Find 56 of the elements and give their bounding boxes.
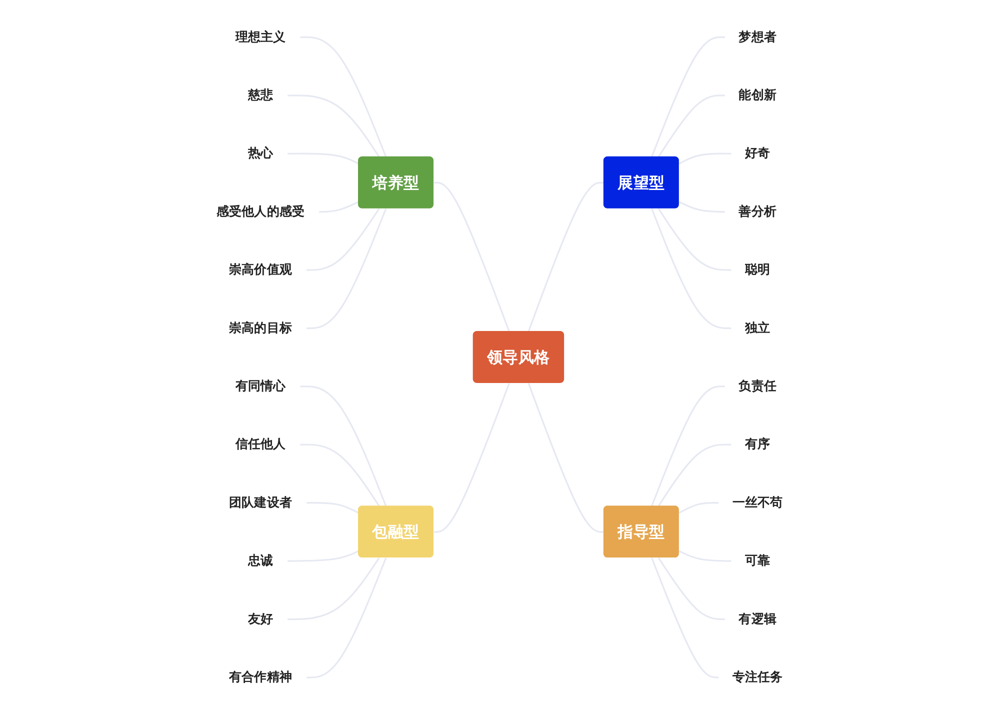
node-text: 可靠	[745, 552, 771, 568]
node-text: 一丝不苟	[732, 494, 784, 510]
node-text: 独立	[745, 320, 771, 335]
connector	[319, 201, 360, 213]
connector	[658, 208, 732, 271]
node-text: 善分析	[739, 204, 777, 219]
connector	[651, 208, 732, 330]
connector	[679, 152, 732, 164]
connector	[528, 182, 604, 332]
connector	[288, 550, 360, 562]
node-text: 负责任	[739, 378, 777, 394]
node-text: 有逻辑	[739, 611, 777, 626]
connector	[288, 94, 380, 158]
node-text: 忠诚	[248, 552, 274, 568]
connector	[658, 444, 732, 506]
node-text: 好奇	[745, 145, 771, 160]
node-text: 崇高的目标	[229, 320, 292, 335]
connector	[306, 558, 388, 678]
connector	[528, 383, 604, 533]
node-text: 团队建设者	[229, 494, 292, 510]
connector	[651, 36, 726, 158]
node-text: 崇高价值观	[229, 262, 292, 277]
node-text: 慈悲	[248, 87, 274, 102]
node-box: 指导型	[604, 506, 680, 558]
node-text: 感受他人的感受	[216, 204, 305, 219]
connector	[306, 502, 360, 514]
connector	[288, 558, 380, 620]
node-text: 聪明	[745, 262, 771, 277]
connector	[679, 201, 726, 213]
node-text: 梦想者	[739, 29, 777, 44]
connector	[300, 36, 388, 158]
node-text: 理想主义	[236, 29, 286, 44]
connector	[658, 94, 726, 158]
connector	[434, 182, 510, 332]
node-text: 有同情心	[236, 378, 286, 394]
node-text: 有合作精神	[229, 669, 292, 684]
connector	[679, 502, 720, 514]
node-box: 领导风格	[473, 331, 564, 383]
connector	[306, 208, 380, 271]
node-text: 能创新	[739, 87, 777, 102]
connector	[434, 383, 510, 533]
connector	[300, 386, 388, 506]
connector	[651, 558, 720, 678]
node-text: 热心	[248, 145, 274, 160]
connector	[288, 152, 360, 164]
node-text: 友好	[248, 611, 274, 626]
connector	[658, 558, 726, 620]
connector	[679, 550, 732, 562]
node-text: 专注任务	[732, 669, 784, 684]
node-text: 有序	[745, 436, 771, 452]
node-box: 展望型	[604, 156, 680, 208]
connector	[300, 444, 380, 506]
connector	[651, 386, 726, 506]
connector	[306, 208, 388, 330]
node-box: 包融型	[358, 506, 434, 558]
node-text: 信任他人	[236, 436, 286, 452]
